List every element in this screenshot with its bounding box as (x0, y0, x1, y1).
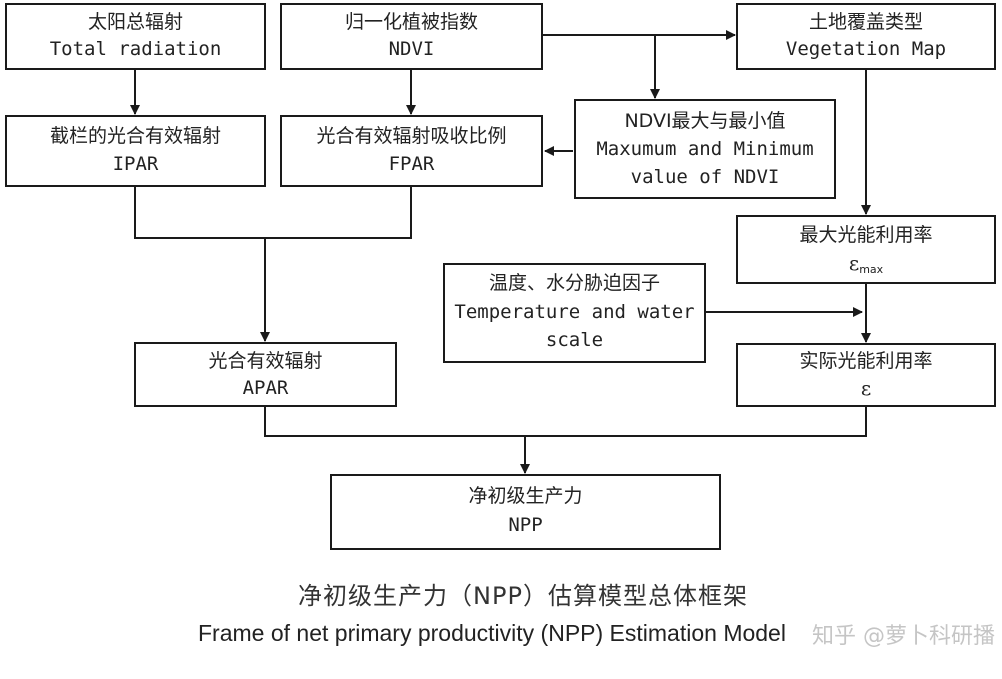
node-npp: 净初级生产力 NPP (330, 474, 721, 550)
caption-zh: 净初级生产力（NPP）估算模型总体框架 (298, 582, 748, 610)
node-eps-max-zh: 最大光能利用率 (799, 224, 932, 246)
node-eps-symbol: ε (861, 376, 871, 400)
node-ndvi-en: NDVI (389, 38, 435, 60)
node-ndvi: 归一化植被指数 NDVI (280, 3, 543, 70)
node-total-radiation-zh: 太阳总辐射 (88, 11, 183, 33)
node-fpar-en: FPAR (389, 153, 435, 175)
node-temp-water-zh: 温度、水分胁迫因子 (489, 272, 660, 294)
node-ipar-zh: 截栏的光合有效辐射 (50, 125, 221, 147)
node-fpar-zh: 光合有效辐射吸收比例 (316, 125, 506, 147)
node-eps-max-symbol: εmax (849, 251, 884, 276)
node-temp-water-en-line2: scale (546, 329, 603, 351)
node-ndvi-zh: 归一化植被指数 (345, 11, 478, 33)
node-apar-en: APAR (243, 377, 289, 399)
node-fpar: 光合有效辐射吸收比例 FPAR (280, 115, 543, 187)
node-eps-max: 最大光能利用率 εmax (736, 215, 996, 284)
node-temp-water: 温度、水分胁迫因子 Temperature and water scale (443, 263, 706, 363)
node-total-radiation: 太阳总辐射 Total radiation (5, 3, 266, 70)
node-npp-zh: 净初级生产力 (468, 485, 582, 507)
node-apar-zh: 光合有效辐射 (208, 350, 322, 372)
node-vegetation-map: 土地覆盖类型 Vegetation Map (736, 3, 996, 70)
node-total-radiation-en: Total radiation (50, 38, 222, 60)
node-npp-en: NPP (508, 514, 542, 536)
node-ndvi-minmax-zh: NDVI最大与最小值 (624, 110, 785, 132)
connector-apar-eps-join (264, 406, 867, 437)
connectors (130, 30, 871, 474)
node-ndvi-minmax: NDVI最大与最小值 Maxumum and Minimum value of … (574, 99, 836, 199)
node-eps-zh: 实际光能利用率 (799, 350, 932, 372)
node-ndvi-minmax-en-line2: value of NDVI (631, 166, 780, 188)
connector-ipar-fpar-join (134, 186, 412, 239)
watermark: 知乎 @萝卜科研播 (812, 624, 995, 649)
node-vegetation-map-en: Vegetation Map (786, 38, 946, 60)
node-ipar: 截栏的光合有效辐射 IPAR (5, 115, 266, 187)
node-ipar-en: IPAR (113, 153, 159, 175)
node-apar: 光合有效辐射 APAR (134, 342, 397, 407)
node-eps: 实际光能利用率 ε (736, 343, 996, 407)
caption-en: Frame of net primary productivity (NPP) … (198, 620, 786, 646)
node-temp-water-en-line1: Temperature and water (454, 301, 694, 323)
node-ndvi-minmax-en-line1: Maxumum and Minimum (596, 138, 813, 160)
node-vegetation-map-zh: 土地覆盖类型 (809, 11, 923, 33)
